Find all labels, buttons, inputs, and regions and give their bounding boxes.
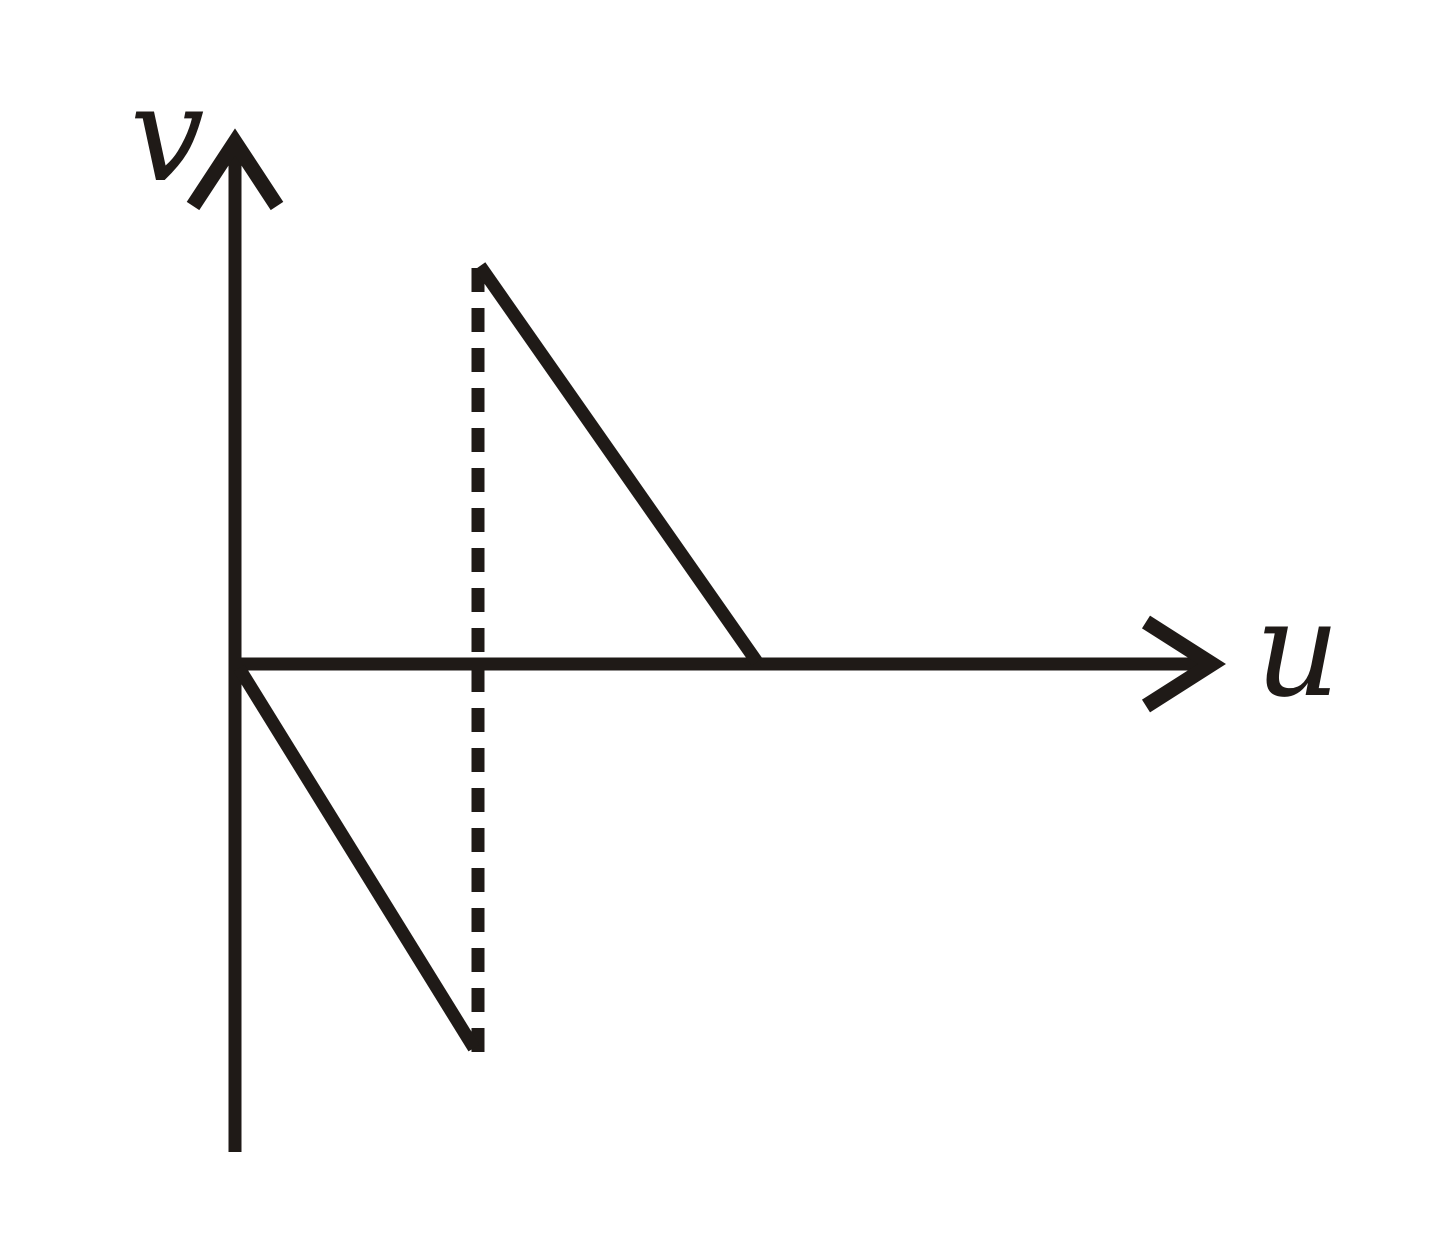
vertical-axis-label: v	[130, 58, 205, 212]
horizontal-axis-label: u	[1255, 573, 1340, 727]
horizontal-axis-arrowhead	[1141, 615, 1226, 713]
lower-branch-line	[233, 664, 480, 1052]
upper-branch-line	[474, 262, 763, 666]
vertical-axis-arrowhead	[186, 128, 284, 211]
